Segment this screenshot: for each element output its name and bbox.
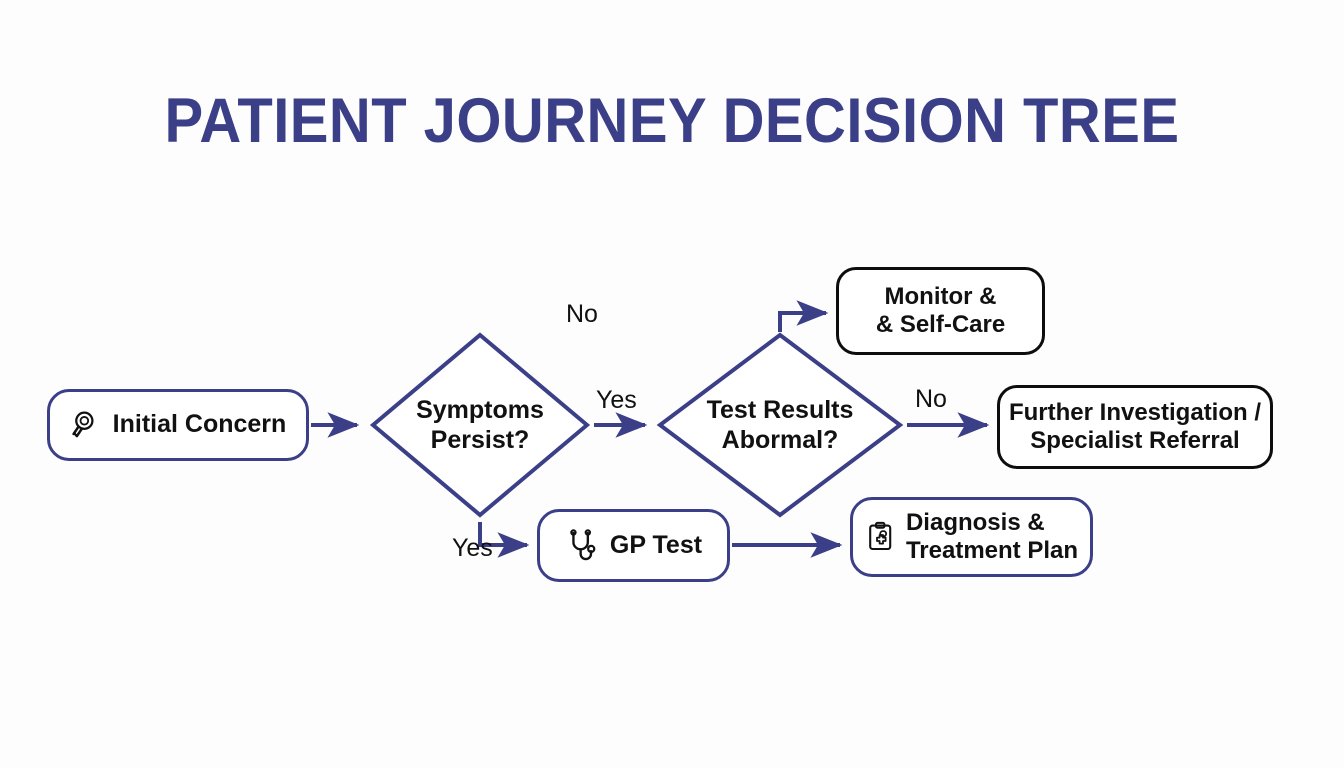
node-diagnosis-treatment[interactable]: Diagnosis & Treatment Plan [850,497,1093,577]
node-further-investigation[interactable]: Further Investigation / Specialist Refer… [997,385,1273,469]
page-title: PATIENT JOURNEY DECISION TREE [164,86,1180,156]
node-label: GP Test [609,530,703,559]
edge-label-yes-middle: Yes [596,386,637,414]
node-test-results-abnormal[interactable]: Test Results Abormal? [655,330,905,520]
node-label: Symptoms Persist? [416,396,544,454]
edge-label-no-top: No [566,300,598,328]
node-label: Diagnosis & Treatment Plan [905,508,1079,564]
node-monitor-self-care[interactable]: Monitor & & Self-Care [836,267,1045,355]
stethoscope-icon [565,528,601,564]
node-label: Test Results Abormal? [706,396,854,454]
node-label: Initial Concern [112,410,287,439]
node-label: Monitor & & Self-Care [875,282,1006,338]
edge-test-to-monitor [778,300,829,332]
node-gp-test[interactable]: GP Test [537,509,730,582]
magnifier-icon [70,408,104,442]
clipboard-medical-icon [865,521,897,553]
node-label: Further Investigation / Specialist Refer… [1008,398,1262,454]
edge-label-no-right: No [915,385,947,413]
node-symptoms-persist[interactable]: Symptoms Persist? [368,330,592,520]
edge-symptoms-to-gptest [478,522,530,558]
node-initial-concern[interactable]: Initial Concern [47,389,309,461]
edge-label-yes-lower: Yes [452,534,493,562]
